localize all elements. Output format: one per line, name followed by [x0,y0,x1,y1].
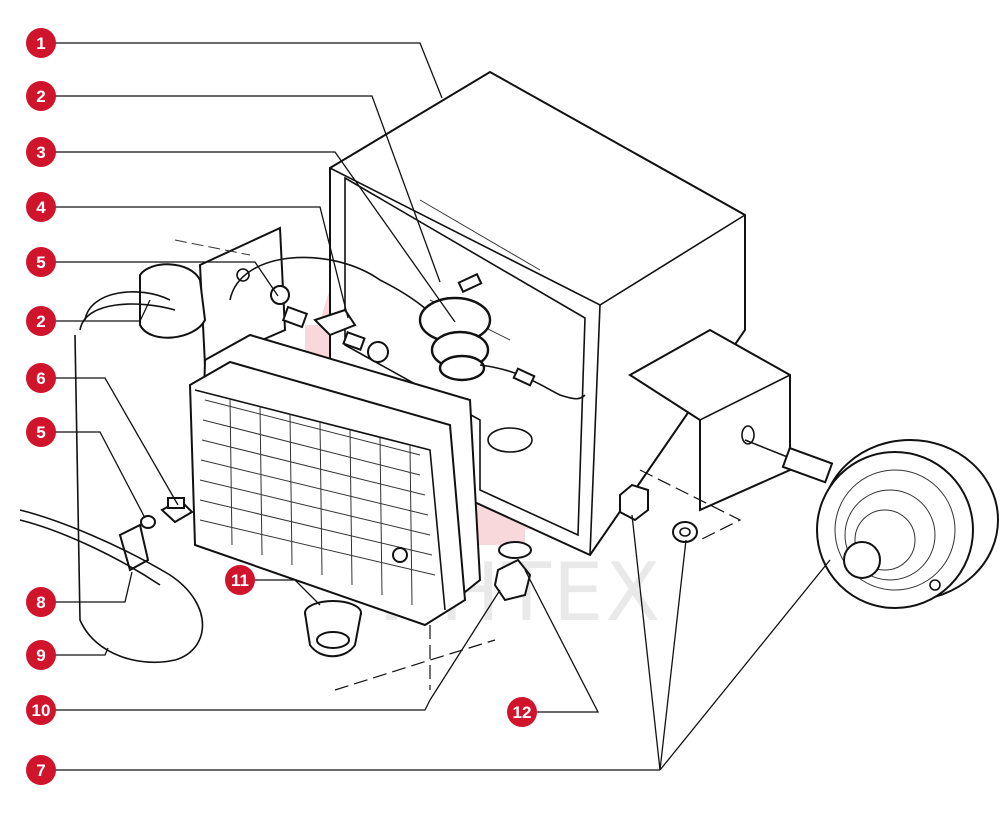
callout-5-bottom-label: 5 [36,423,45,442]
callout-3-label: 3 [36,143,45,162]
fasteners [19,334,698,664]
callout-5-bottom: 5 [26,417,56,447]
callout-10: 10 [26,695,56,725]
assembly-guides [334,469,742,691]
callout-7-label: 7 [36,761,45,780]
plug-grommet [304,600,362,658]
callout-5-top: 5 [26,247,56,277]
callout-9: 9 [26,640,56,670]
callout-4: 4 [26,192,56,222]
callout-2-top-label: 2 [36,87,45,106]
callout-10-label: 10 [32,701,51,720]
callout-8: 8 [26,587,56,617]
wiring-harness [229,256,586,400]
work-lamp [188,333,482,627]
callout-3: 3 [26,137,56,167]
callout-1-label: 1 [36,34,45,53]
callout-6: 6 [26,363,56,393]
callout-6-label: 6 [36,369,45,388]
cable-grommet [79,263,207,339]
callout-7: 7 [26,755,56,785]
callout-2-bottom-label: 2 [36,312,45,331]
leader-lines [41,42,831,771]
callout-8-label: 8 [36,593,45,612]
callout-12-label: 12 [513,703,532,722]
callout-12: 12 [507,697,537,727]
callout-1: 1 [26,28,56,58]
callout-9-label: 9 [36,646,45,665]
callout-11-label: 11 [231,571,249,590]
callout-2-bottom: 2 [26,306,56,336]
beacon-lamp [744,439,999,609]
callout-4-label: 4 [36,198,46,217]
callout-2-top: 2 [26,81,56,111]
callout-11: 11 [225,565,255,595]
callout-5-top-label: 5 [36,253,45,272]
